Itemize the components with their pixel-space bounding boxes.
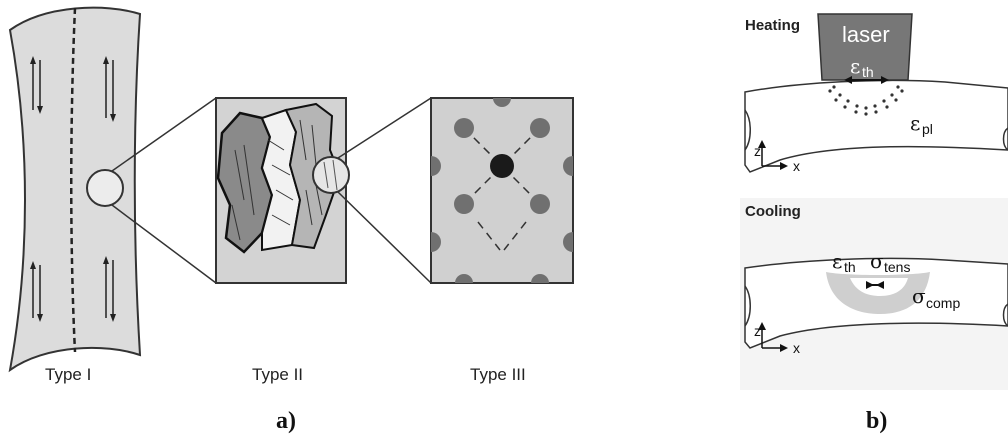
thermal-strain-arrow-cooling bbox=[866, 281, 884, 289]
sigma-tens-sub: tens bbox=[884, 259, 910, 275]
zoom-lines-ii-iii bbox=[337, 97, 432, 284]
tensile-zone bbox=[850, 278, 908, 296]
heating-beam bbox=[744, 79, 1008, 173]
zoom-lines-i-ii bbox=[111, 97, 217, 284]
sigma-tens-symbol: σ bbox=[870, 249, 884, 273]
thermal-strain-arrow-heating bbox=[844, 76, 889, 84]
type-ii-label: Type II bbox=[252, 365, 303, 384]
type-ii-grains bbox=[215, 97, 350, 284]
atoms bbox=[431, 98, 573, 283]
zoom-circle-ii bbox=[312, 156, 350, 194]
panel-a: Type I Type II Type III a) bbox=[8, 6, 574, 434]
eps-th-cooling-sub: th bbox=[844, 259, 856, 275]
bond-lines bbox=[463, 127, 541, 251]
eps-pl-symbol: ε bbox=[910, 111, 920, 135]
axis-x-heating: x bbox=[793, 158, 800, 174]
sigma-comp-sub: comp bbox=[926, 295, 960, 311]
axis-x-cooling: x bbox=[793, 340, 800, 356]
zoom-circle-i bbox=[86, 169, 124, 207]
laser-label: laser bbox=[842, 22, 890, 47]
axes-cooling bbox=[758, 322, 788, 352]
atom-center bbox=[490, 154, 514, 178]
panel-b-caption: b) bbox=[866, 408, 887, 434]
eps-th-heating: ε bbox=[850, 54, 860, 78]
axes-heating bbox=[758, 140, 788, 170]
heating-title: Heating bbox=[745, 17, 800, 34]
type-iii-lattice bbox=[430, 97, 574, 284]
eps-th-cooling: ε bbox=[832, 249, 842, 273]
axis-z-heating: z bbox=[754, 143, 761, 159]
eps-pl-sub: pl bbox=[922, 121, 933, 137]
panel-b: Heating laser ε th ε pl bbox=[740, 13, 1008, 434]
panel-a-caption: a) bbox=[276, 408, 296, 434]
axis-z-cooling: z bbox=[754, 323, 761, 339]
sigma-comp-symbol: σ bbox=[912, 284, 926, 308]
plastic-zone bbox=[828, 85, 904, 116]
laser-source: laser bbox=[817, 13, 913, 81]
eps-th-heating-sub: th bbox=[862, 64, 874, 80]
type-iii-label: Type III bbox=[470, 365, 526, 384]
stress-arrows bbox=[32, 60, 114, 318]
type-i-strip bbox=[8, 6, 142, 373]
type-i-label: Type I bbox=[45, 365, 91, 384]
cooling-title: Cooling bbox=[745, 203, 801, 220]
grain-lines bbox=[231, 119, 323, 241]
